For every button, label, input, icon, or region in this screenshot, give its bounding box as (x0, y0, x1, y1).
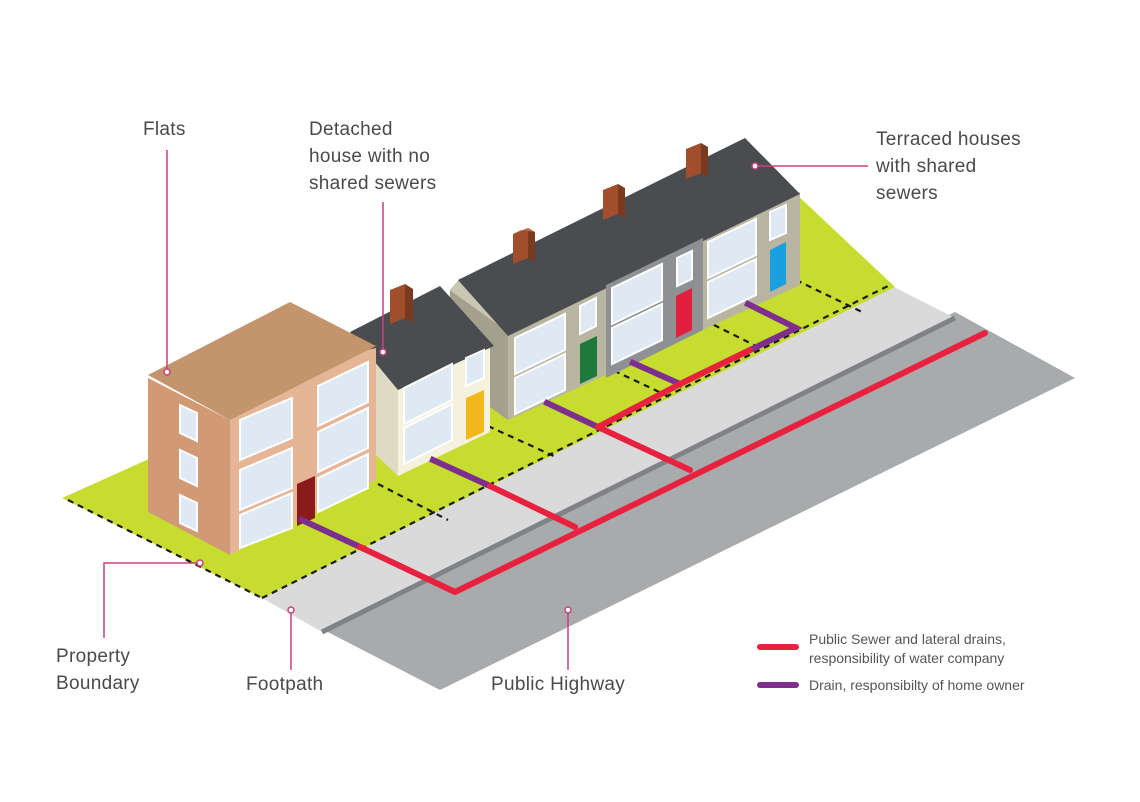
label-detached-line: Detached (309, 119, 393, 140)
terrace-blue-door (770, 242, 786, 292)
flats-windows (179, 360, 369, 550)
flats-door (297, 476, 315, 526)
legend-public-sewer: Public Sewer and lateral drains, respons… (809, 630, 1006, 668)
label-terraced-line: with shared (876, 156, 977, 177)
detached-windows (403, 348, 485, 466)
label-property-boundary-line: Property (56, 646, 131, 667)
label-public-highway-line: Public Highway (491, 674, 626, 695)
terrace-windows (514, 203, 787, 416)
label-terraced-line: Terraced houses (876, 129, 1021, 150)
label-detached-line: house with no (309, 146, 431, 167)
public-highway-surface (320, 312, 1075, 690)
label-terraced: Terraced houses with shared sewers (876, 126, 1021, 207)
legend-public-sewer-line: responsibility of water company (809, 650, 1005, 666)
detached-yellow-door (466, 390, 484, 440)
callout-lines (103, 150, 868, 670)
detached-roof (350, 286, 494, 390)
legend-drain: Drain, responsibilty of home owner (809, 676, 1025, 695)
label-footpath-line: Footpath (246, 674, 324, 695)
label-property-boundary: Property Boundary (56, 643, 140, 697)
label-property-boundary-line: Boundary (56, 673, 140, 694)
detached-chimney (390, 284, 413, 324)
terrace-chimneys (513, 143, 708, 264)
terrace-red-door (676, 288, 692, 338)
label-detached: Detached house with no shared sewers (309, 116, 436, 197)
terrace-green-door (580, 336, 597, 384)
public-sewer-pipes (357, 330, 988, 595)
flats-roof (148, 302, 376, 420)
label-detached-line: shared sewers (309, 173, 437, 194)
drain-pipes (298, 299, 803, 551)
label-flats: Flats (143, 116, 186, 143)
legend-drain-line: Drain, responsibilty of home owner (809, 677, 1025, 693)
label-terraced-line: sewers (876, 183, 938, 204)
label-flats-line: Flats (143, 119, 186, 140)
legend-public-sewer-line: Public Sewer and lateral drains, (809, 631, 1006, 647)
label-public-highway: Public Highway (491, 671, 625, 698)
label-footpath: Footpath (246, 671, 323, 698)
footpath-surface (262, 285, 955, 632)
terrace-roof (458, 138, 800, 336)
callout-dots (163, 162, 759, 614)
